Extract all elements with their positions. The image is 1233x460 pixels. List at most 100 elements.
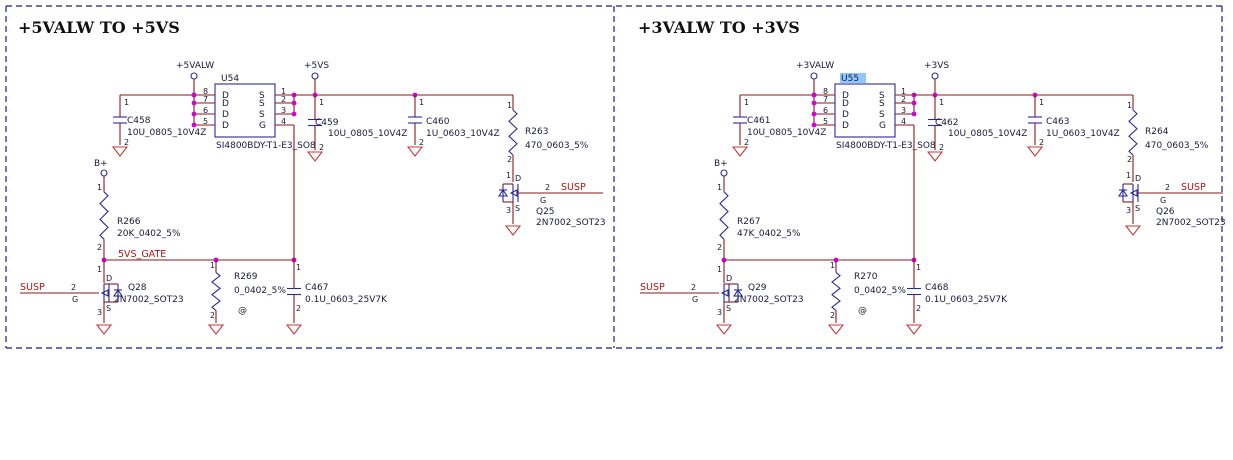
pin-number: 1	[744, 98, 749, 107]
cap-ref: C459	[315, 118, 339, 128]
pin-number: 1	[124, 98, 129, 107]
rail-connector	[190, 72, 198, 80]
ic-pin-label-left: D	[842, 121, 849, 131]
pin-number: 2	[717, 243, 722, 252]
fet-value: 2N7002_SOT23	[536, 218, 606, 228]
ic-body	[214, 83, 276, 138]
fet-pin-s: S	[106, 304, 111, 313]
resistor-zigzag	[508, 109, 518, 156]
cap-value: 10U_0805_10V4Z	[127, 128, 206, 138]
cap-ref: C461	[747, 116, 770, 126]
ic-pin-label-right: G	[879, 121, 886, 131]
pin-number: 2	[1039, 138, 1044, 147]
ic-pin-label-left: D	[222, 110, 229, 120]
ic-pin-label-right: G	[259, 121, 266, 131]
ic-pin-number-left: 7	[823, 95, 828, 104]
pin-number: 1	[939, 98, 944, 107]
ground-symbol	[285, 324, 303, 335]
fet-ref: Q28	[128, 283, 147, 293]
ic-pin-label-right: S	[879, 99, 885, 109]
ground-symbol	[1124, 225, 1142, 236]
resistor-zigzag	[1128, 109, 1138, 156]
ic-pin-number-right: 1	[901, 87, 906, 96]
ic-pin-number-right: 3	[281, 106, 286, 115]
ic-pin-label-right: S	[879, 91, 885, 101]
resistor-value: 20K_0402_5%	[117, 229, 181, 239]
fet-pin-d: D	[515, 174, 521, 183]
ground-symbol	[406, 146, 424, 157]
fet-ref: Q26	[1156, 207, 1175, 217]
ic-ref: U55	[841, 74, 859, 84]
ground-symbol	[715, 324, 733, 335]
junction-dot	[191, 111, 197, 117]
ground-symbol	[926, 151, 944, 162]
rail-connector	[311, 72, 319, 80]
resistor-value: 470_0603_5%	[1145, 141, 1209, 151]
resistor-value: 0_0402_5%	[854, 286, 906, 296]
pin-number: 2	[1127, 155, 1132, 164]
pin-number: 2	[419, 138, 424, 147]
pin-number: 1	[97, 183, 102, 192]
fet-body-diode	[732, 289, 744, 297]
input-rail-label: +5VALW	[176, 61, 214, 71]
pin-number: 1	[319, 98, 324, 107]
pin-number: 3	[506, 206, 511, 215]
resistor-zigzag	[719, 191, 729, 240]
ground-symbol	[827, 324, 845, 335]
pin-number: 2	[744, 138, 749, 147]
pin-number: 2	[1165, 183, 1170, 192]
pin-number: 2	[296, 304, 301, 313]
fet-pin-g: G	[1160, 196, 1166, 205]
ic-pin-number-right: 2	[901, 95, 906, 104]
pin-number: 3	[97, 308, 102, 317]
placement-mark: @	[238, 306, 247, 316]
fet-ref: Q29	[748, 283, 767, 293]
ic-pin-number-right: 4	[901, 117, 906, 126]
fet-pin-d: D	[106, 274, 112, 283]
pin-number: 1	[210, 261, 215, 270]
fet-arrow	[509, 189, 518, 197]
fet-value: 2N7002_SOT23	[734, 295, 804, 305]
junction-dot	[811, 92, 817, 98]
pin-number: 1	[717, 265, 722, 274]
junction-dot	[191, 100, 197, 106]
resistor-ref: R267	[737, 217, 760, 227]
pin-number: 2	[124, 138, 129, 147]
rail-connector	[931, 72, 939, 80]
fet-pin-g: G	[72, 295, 78, 304]
ic-pin-number-left: 6	[203, 106, 208, 115]
ground-symbol	[731, 146, 749, 157]
cap-value: 1U_0603_10V4Z	[426, 129, 500, 139]
pin-number: 2	[830, 311, 835, 320]
ground-symbol	[111, 146, 129, 157]
pin-number: 1	[419, 98, 424, 107]
fet-pin-d: D	[726, 274, 732, 283]
section-3v: +3VALW TO +3VS+3VALWU55SI4800BDY-T1-E3_S…	[638, 18, 1226, 335]
section-title: +5VALW TO +5VS	[18, 18, 180, 37]
rail-connector	[720, 169, 728, 177]
pin-number: 2	[319, 143, 324, 152]
fet-value: 2N7002_SOT23	[114, 295, 184, 305]
cap-value: 1U_0603_10V4Z	[1046, 129, 1120, 139]
resistor-zigzag	[831, 272, 841, 311]
fet-ref: Q25	[536, 207, 555, 217]
pin-number: 1	[1039, 98, 1044, 107]
ground-symbol	[306, 151, 324, 162]
ic-ref: U54	[221, 74, 239, 84]
pin-number: 1	[830, 261, 835, 270]
ic-pin-label-left: D	[222, 121, 229, 131]
cap-ref: C462	[935, 118, 958, 128]
cap-value: 10U_0805_10V4Z	[328, 129, 407, 139]
resistor-ref: R264	[1145, 127, 1169, 137]
pin-number: 1	[1127, 101, 1132, 110]
ic-pin-label-right: S	[259, 91, 265, 101]
resistor-zigzag	[211, 272, 221, 311]
output-rail-label: +3VS	[924, 61, 949, 71]
fet-pin-s: S	[515, 204, 520, 213]
ic-value: SI4800BDY-T1-E3_SO8	[216, 141, 316, 151]
ground-symbol	[207, 324, 225, 335]
ic-pin-number-right: 3	[901, 106, 906, 115]
rail-connector	[100, 169, 108, 177]
ic-body	[834, 83, 896, 138]
